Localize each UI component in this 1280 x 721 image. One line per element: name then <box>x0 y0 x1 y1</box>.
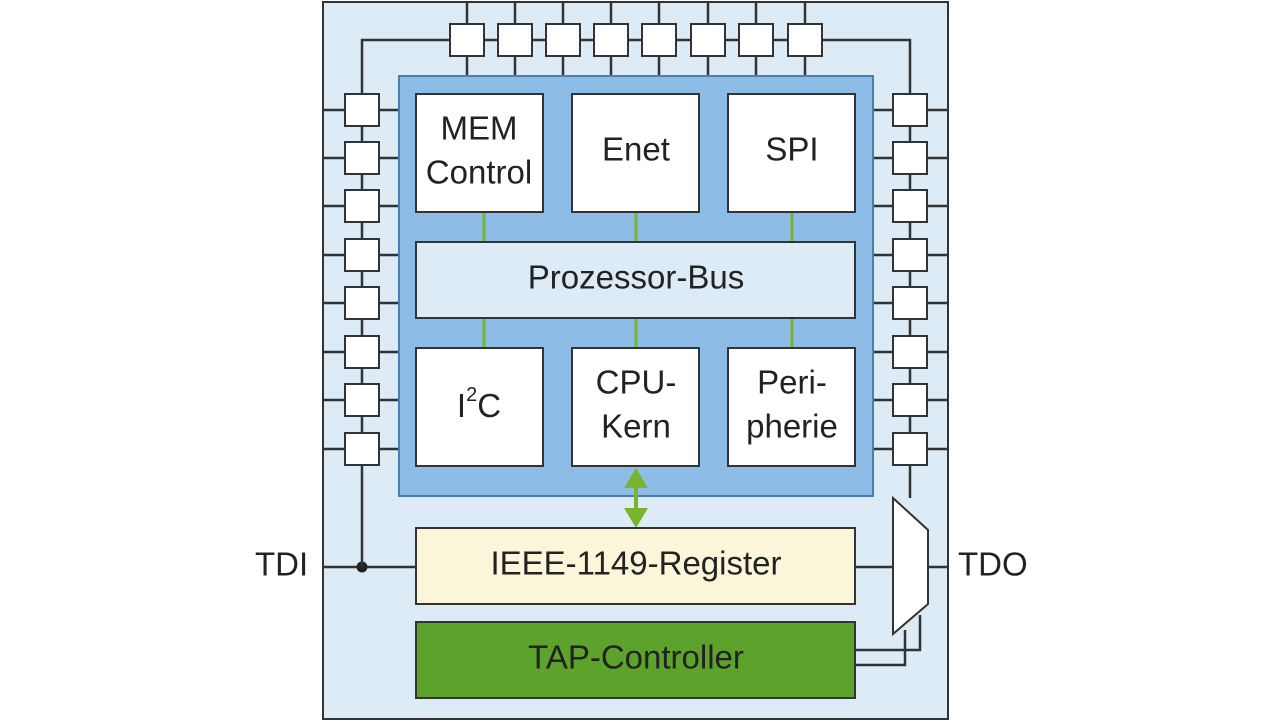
mem-control-label-1: MEM <box>441 110 518 147</box>
left-boundary-cells <box>323 93 399 466</box>
left-boundary-cell <box>344 141 380 175</box>
mem-control-label-2: Control <box>426 154 532 191</box>
right-boundary-cell <box>892 93 928 127</box>
tap-controller: TAP-Controller <box>415 621 856 699</box>
cpu-register-arrow <box>624 468 648 528</box>
left-boundary-cell <box>344 383 380 417</box>
right-boundary-cell <box>892 286 928 320</box>
cpu-core-label-1: CPU- <box>596 364 677 401</box>
enet-label: Enet <box>602 131 670 168</box>
tap-controller-label: TAP-Controller <box>528 639 744 676</box>
top-boundary-cell <box>449 23 485 57</box>
left-boundary-cell <box>344 286 380 320</box>
tdi-label: TDI <box>255 546 308 583</box>
ieee-1149-register: IEEE-1149-Register <box>415 527 856 605</box>
spi-label: SPI <box>765 131 818 168</box>
right-boundary-cells <box>873 93 948 466</box>
right-boundary-cell <box>892 432 928 466</box>
cpu-core-module: CPU- Kern <box>571 347 700 467</box>
left-boundary-cell <box>344 93 380 127</box>
left-boundary-cell <box>344 189 380 223</box>
right-boundary-cell <box>892 189 928 223</box>
right-boundary-cell <box>892 141 928 175</box>
enet-module: Enet <box>571 93 700 213</box>
cpu-core-label-2: Kern <box>601 408 671 445</box>
left-boundary-cell <box>344 238 380 272</box>
left-boundary-cell <box>344 335 380 369</box>
right-boundary-cell <box>892 238 928 272</box>
tdo-label: TDO <box>958 546 1028 583</box>
left-boundary-cell <box>344 432 380 466</box>
right-boundary-cell <box>892 335 928 369</box>
top-boundary-cell <box>545 23 581 57</box>
right-boundary-cell <box>892 383 928 417</box>
top-boundary-cell <box>593 23 629 57</box>
spi-module: SPI <box>727 93 856 213</box>
top-boundary-cell <box>690 23 726 57</box>
i2c-module: I2C <box>415 347 544 467</box>
mem-control-module: MEM Control <box>415 93 544 213</box>
processor-bus-label: Prozessor-Bus <box>528 259 744 296</box>
bus-links <box>482 212 794 348</box>
output-multiplexer <box>892 495 929 637</box>
peripheral-module: Peri- pherie <box>727 347 856 467</box>
peripheral-label-1: Peri- <box>757 364 827 401</box>
processor-bus: Prozessor-Bus <box>415 241 856 319</box>
top-boundary-cell <box>738 23 774 57</box>
i2c-label: I2C <box>457 384 501 423</box>
top-boundary-cell <box>787 23 823 57</box>
peripheral-label-2: pherie <box>746 408 838 445</box>
top-boundary-cell <box>641 23 677 57</box>
top-boundary-cells <box>449 2 823 76</box>
ieee-register-label: IEEE-1149-Register <box>490 545 781 582</box>
top-boundary-cell <box>497 23 533 57</box>
